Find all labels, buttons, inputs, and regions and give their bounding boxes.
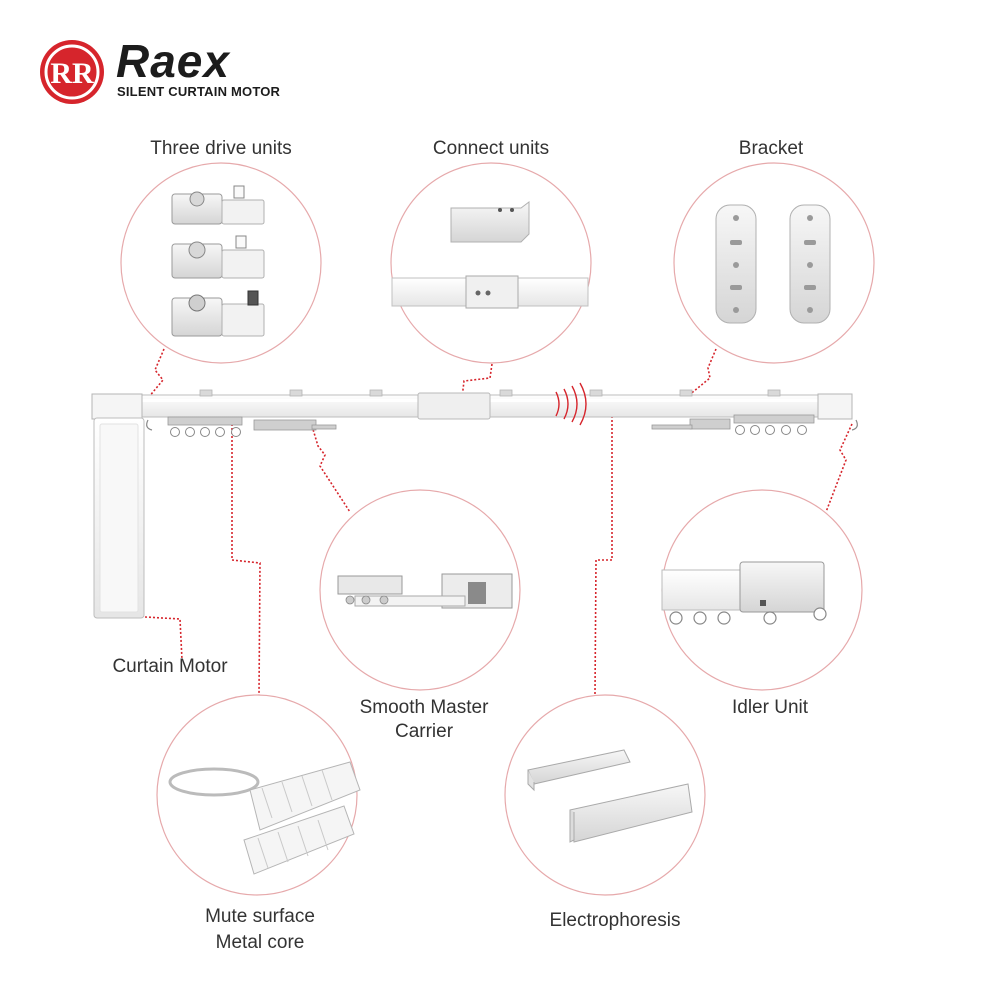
connect-units-label: Connect units <box>432 138 550 159</box>
electrophoresis-label: Electrophoresis <box>549 910 681 931</box>
mute-leader <box>231 412 261 696</box>
bracket-label: Bracket <box>738 138 804 159</box>
curtain-motor-label: Curtain Motor <box>112 656 228 677</box>
right-gliders <box>735 425 807 435</box>
idler-leader <box>825 423 853 513</box>
silent-wave-icon <box>555 382 587 426</box>
svg-text:RR: RR <box>50 57 94 90</box>
rr-monogram-icon: RR <box>40 40 104 104</box>
connect-units-illustration <box>391 201 589 309</box>
master-carrier-label-line1: Smooth Master <box>359 697 489 718</box>
brand-logo: RR <box>38 38 106 106</box>
drive-units-illustration <box>171 185 265 337</box>
connect-units-circle <box>390 162 592 364</box>
electrophoresis-leader <box>594 412 613 695</box>
master-carrier-label-line2: Carrier <box>394 721 454 742</box>
drive-units-leader <box>147 348 165 399</box>
idler-unit-label: Idler Unit <box>731 697 809 718</box>
master-carrier-illustration <box>337 573 513 609</box>
brand-tagline: SILENT CURTAIN MOTOR <box>117 84 281 99</box>
drive-units-label: Three drive units <box>150 138 292 159</box>
curtain-motor <box>93 417 145 619</box>
mute-surface-label-line1: Mute surface <box>205 906 315 927</box>
connect-units-leader <box>461 363 493 399</box>
mute-surface-illustration <box>168 761 361 875</box>
master-carrier-circle <box>319 489 521 691</box>
electrophoresis-illustration <box>527 749 693 843</box>
bracket-circle <box>673 162 875 364</box>
main-track <box>91 389 853 420</box>
left-gliders <box>170 427 241 437</box>
master-carrier-leader <box>311 425 351 513</box>
bracket-leader <box>687 348 717 397</box>
idler-unit-illustration <box>661 561 827 625</box>
brand-name: Raex <box>116 35 230 87</box>
bracket-illustration <box>715 204 831 324</box>
mute-surface-label-line2: Metal core <box>215 932 305 953</box>
motor-leader <box>144 616 183 661</box>
electrophoresis-circle <box>504 694 706 896</box>
